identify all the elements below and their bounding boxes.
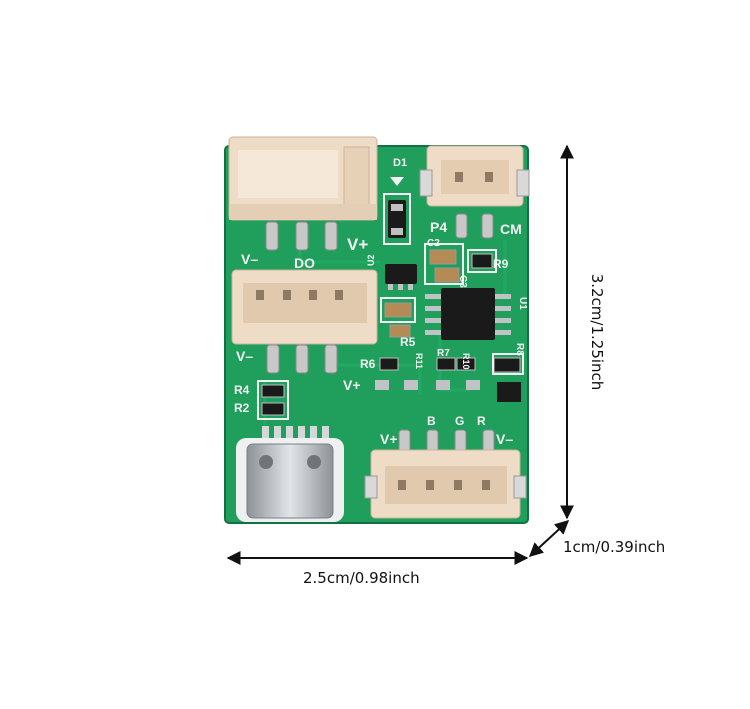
label-c2: C2	[427, 238, 440, 249]
label-v-plus-bottom: V+	[380, 431, 398, 447]
label-v-minus-mid: V–	[236, 348, 253, 364]
label-r4: R4	[234, 383, 250, 397]
usb-c-port	[236, 426, 344, 522]
label-v-minus-bottom: V–	[496, 431, 513, 447]
connector-top-right	[419, 145, 530, 207]
height-dimension-label: 3.2cm/1.25inch	[588, 273, 606, 391]
label-r8: R8	[514, 343, 525, 356]
label-r5: R5	[400, 335, 416, 349]
ic-u1	[425, 288, 511, 340]
connector-bottom-right	[364, 449, 527, 519]
label-g: G	[455, 414, 464, 428]
depth-dimension-label: 1cm/0.39inch	[563, 538, 666, 556]
label-u2: U2	[366, 254, 376, 266]
smd-components	[261, 249, 521, 416]
label-v-minus-top: V–	[241, 251, 258, 267]
label-r: R	[477, 414, 486, 428]
label-u1: U1	[517, 297, 528, 310]
width-dimension-label: 2.5cm/0.98inch	[303, 569, 420, 587]
label-r11: R11	[414, 353, 424, 369]
label-v-plus-mid: V+	[343, 377, 361, 393]
label-r2: R2	[234, 401, 250, 415]
connector-middle-left	[231, 269, 378, 345]
label-r7: R7	[437, 348, 450, 359]
label-cm: CM	[500, 221, 522, 237]
label-p4: P4	[430, 219, 447, 235]
ic-u2	[385, 264, 417, 284]
label-do: DO	[294, 255, 315, 271]
connector-top-left	[228, 136, 378, 221]
top-connector-pins	[265, 221, 338, 251]
label-r9: R9	[493, 257, 509, 271]
label-d1: D1	[393, 157, 407, 169]
label-r10: R10	[461, 353, 471, 370]
depth-dimension-arrow	[528, 520, 570, 557]
label-b: B	[427, 414, 436, 428]
label-c3: C3	[457, 275, 468, 288]
label-v-plus-top: V+	[347, 235, 368, 254]
label-r6: R6	[360, 357, 376, 371]
